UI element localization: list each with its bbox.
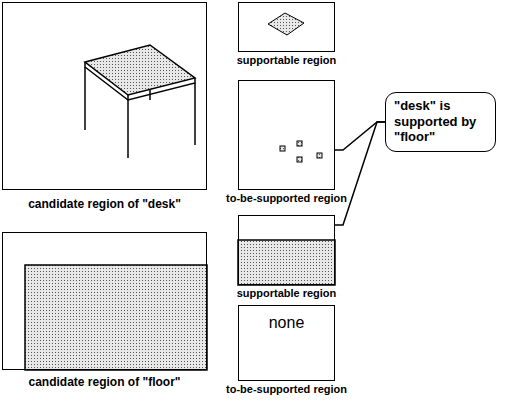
box-text: none <box>239 314 334 332</box>
box-text: "desk" is supported by "floor" <box>394 98 486 145</box>
region-caption: candidate region of "floor" <box>28 375 180 389</box>
desk-top-region <box>268 13 304 35</box>
region-caption: supportable region <box>237 54 337 66</box>
supportable-region: supportable region <box>238 215 335 285</box>
to-be-supported-region: to-be-supported region <box>238 80 335 190</box>
candidate-region: candidate region of "desk" <box>2 2 207 190</box>
floor-supportable-region <box>238 240 335 285</box>
supportable-region: supportable region <box>238 2 335 52</box>
region-caption: to-be-supported region <box>226 383 347 395</box>
region-caption: supportable region <box>237 287 337 299</box>
result-box: "desk" is supported by "floor" <box>385 92 496 152</box>
bracket-line <box>335 122 385 150</box>
desk-drawing <box>85 45 195 158</box>
region-caption: to-be-supported region <box>226 192 347 204</box>
candidate-region: candidate region of "floor" <box>2 232 207 370</box>
leg-ends <box>280 141 322 162</box>
to-be-supported-region: noneto-be-supported region <box>238 305 335 381</box>
bracket-line <box>335 122 385 225</box>
region-caption: candidate region of "desk" <box>28 197 181 211</box>
floor-region <box>25 265 207 370</box>
